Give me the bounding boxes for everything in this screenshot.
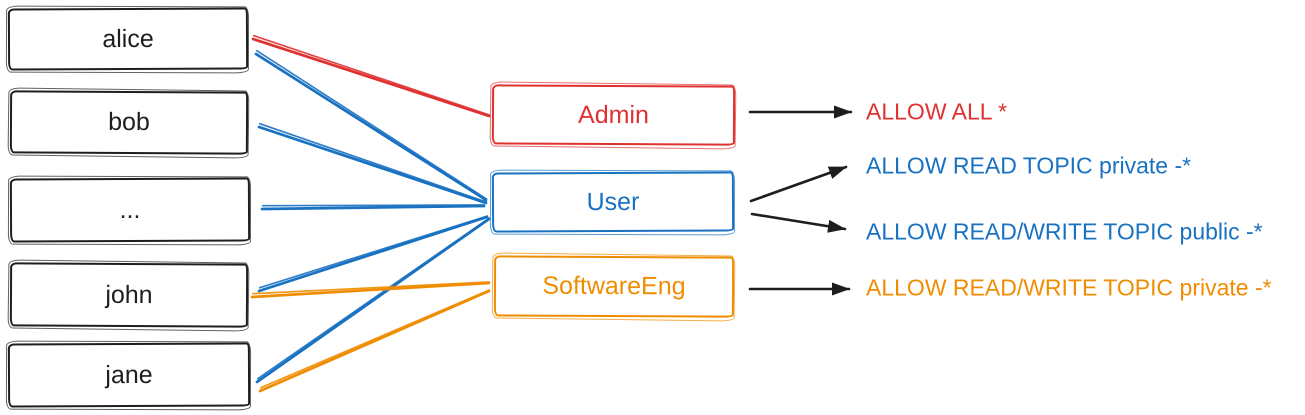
edge-bob-user: [257, 125, 488, 205]
user-box-john-label: john: [105, 280, 153, 309]
edge-alice-user: [254, 52, 488, 202]
edges-group: [250, 34, 491, 393]
user-box-alice-label: alice: [102, 24, 154, 53]
user-box-bob-label: bob: [108, 107, 150, 137]
edge-jane-user: [255, 217, 491, 384]
role-box-admin-label: Admin: [577, 100, 650, 129]
edge-dots-user-sketch: [261, 204, 486, 207]
arrow-user-allow-rw-public: [750, 212, 847, 233]
edge-john-user: [257, 215, 489, 293]
permission-label-allow-rw-topic-private: ALLOW READ/WRITE TOPIC private -*: [866, 274, 1272, 301]
role-box-user-label: User: [586, 187, 640, 216]
edge-alice-admin: [251, 37, 491, 118]
role-box-softwareeng-label: SoftwareEng: [542, 271, 686, 301]
edge-jane-softwareeng: [258, 289, 491, 393]
arrow-user-allow-read-private: [749, 165, 848, 203]
permission-label-allow-rw-topic-public: ALLOW READ/WRITE TOPIC public -*: [866, 218, 1263, 245]
role-box-admin: Admin: [491, 84, 736, 146]
user-box-jane-label: jane: [105, 360, 153, 389]
permission-label-allow-all: ALLOW ALL *: [866, 98, 1008, 125]
arrows-group: [748, 105, 853, 296]
user-box-jane: jane: [7, 342, 251, 408]
user-box-alice: alice: [7, 7, 249, 71]
edge-jane-user-sketch: [256, 217, 491, 380]
permission-label-allow-read-topic-private: ALLOW READ TOPIC private -*: [866, 152, 1192, 179]
edge-alice-admin-sketch: [252, 34, 491, 116]
edge-john-user-sketch: [258, 215, 489, 289]
edge-john-softwareeng-sketch: [251, 281, 491, 295]
role-box-softwareeng: SoftwareEng: [493, 255, 735, 318]
user-box-ellipsis-label: ...: [119, 195, 141, 224]
edge-john-softwareeng: [250, 281, 491, 299]
user-box-bob: bob: [9, 90, 249, 155]
edge-alice-user-sketch: [255, 49, 488, 200]
user-box-john: john: [9, 262, 249, 328]
role-box-user: User: [491, 171, 735, 233]
edge-dots-user: [260, 204, 486, 211]
user-box-ellipsis: ...: [9, 177, 251, 243]
edge-jane-softwareeng-sketch: [259, 289, 491, 389]
edge-bob-user-sketch: [258, 122, 488, 203]
